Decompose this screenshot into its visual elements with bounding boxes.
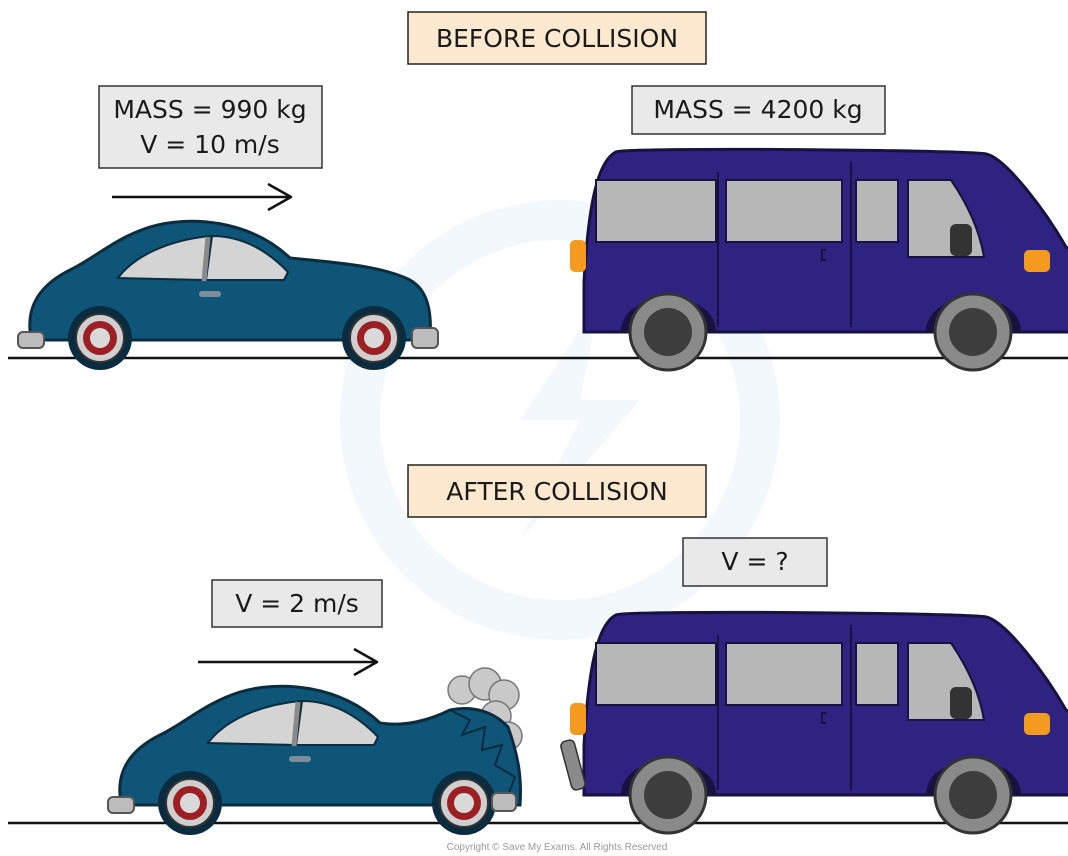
van-label-box-after: V = ? [682, 537, 828, 587]
car-mass-label: MASS = 990 kg [113, 95, 306, 124]
car-label-box-after: V = 2 m/s [211, 579, 383, 628]
car-velocity-label-before: V = 10 m/s [140, 130, 280, 159]
after-title-box: AFTER COLLISION [407, 464, 707, 518]
before-title: BEFORE COLLISION [436, 24, 678, 53]
van-before [568, 147, 1068, 372]
van-mass-label: MASS = 4200 kg [653, 95, 862, 124]
before-title-box: BEFORE COLLISION [407, 11, 707, 65]
van-after [568, 610, 1068, 835]
car-velocity-arrow-before [112, 182, 293, 212]
car-velocity-label-after: V = 2 m/s [235, 589, 359, 618]
after-title: AFTER COLLISION [446, 477, 667, 506]
van-velocity-label-after: V = ? [721, 547, 788, 576]
van-label-box-before: MASS = 4200 kg [631, 85, 886, 135]
copyright-notice: Copyright © Save My Exams. All Rights Re… [447, 842, 668, 853]
car-before [18, 221, 438, 370]
car-label-box-before: MASS = 990 kg V = 10 m/s [98, 85, 323, 169]
van-bumper-dented [560, 739, 586, 791]
car-after-crumpled [108, 686, 521, 835]
car-velocity-arrow-after [198, 647, 379, 677]
